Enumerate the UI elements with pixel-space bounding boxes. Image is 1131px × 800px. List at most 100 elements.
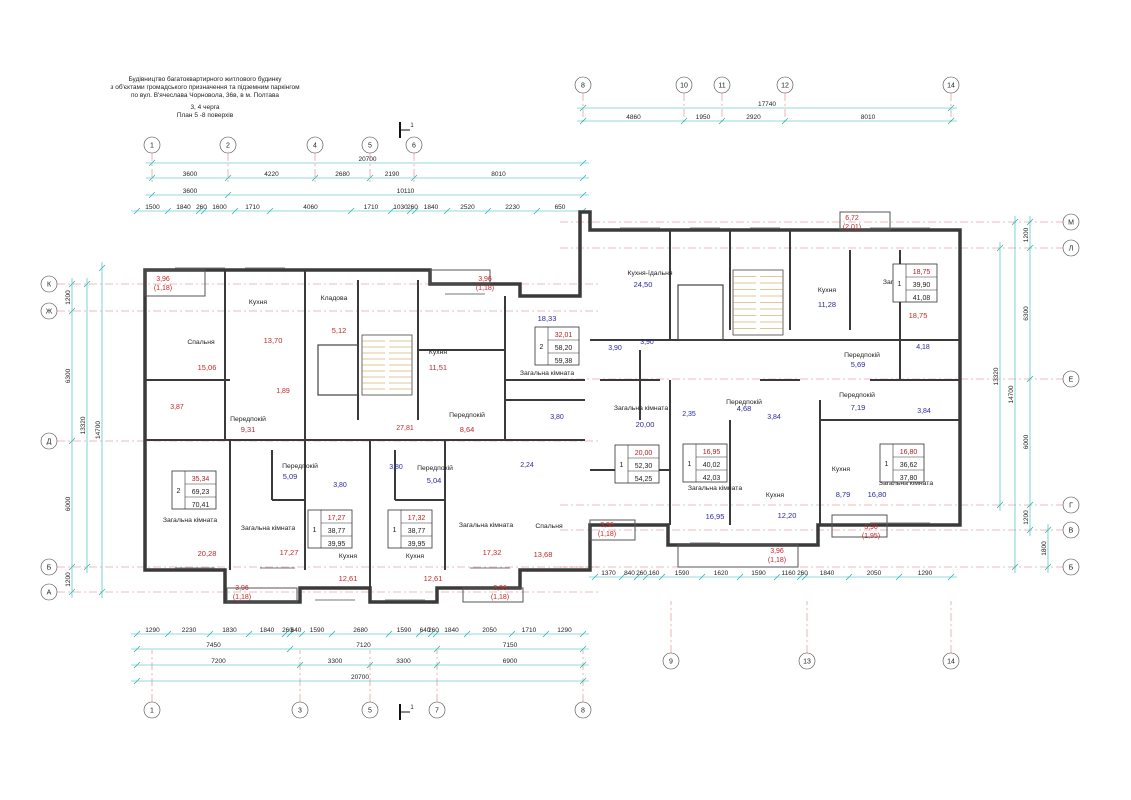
axis-label: 14 (947, 83, 955, 90)
dim-top-6-tick (411, 207, 419, 215)
dim-top-6-tick (347, 207, 355, 215)
axis-label: Б (1069, 565, 1074, 572)
apartment-living-area: 20,00 (635, 450, 653, 457)
dim-bot-2-tick (427, 630, 435, 638)
small-area: 4,18 (916, 344, 930, 351)
apartment-total-area: 52,30 (635, 463, 653, 470)
dim-top-6-text: 1500 (145, 204, 160, 211)
dim-bot-1-tick (773, 573, 781, 581)
axis-label: Д (47, 439, 52, 446)
dim-top-6-text: 4060 (303, 204, 318, 211)
dim-left-a-text: 1200 (65, 290, 72, 305)
room-name: Загальна кімната (459, 521, 514, 529)
balcony-reduced-area: (2,01) (843, 224, 861, 231)
dim-right-b-tick (1011, 563, 1019, 571)
apartment-total-area: 69,23 (192, 489, 210, 496)
dim-top-6-tick (195, 207, 203, 215)
apartment-rooms: 1 (885, 461, 889, 468)
dim-top-6-text: 1030 (393, 204, 408, 211)
dim-bot-1-tick (801, 573, 809, 581)
dim-top-6-tick (133, 207, 141, 215)
dim-bot-2-text: 1840 (444, 627, 459, 634)
dim-top-2-tick (680, 117, 688, 125)
room-area: 18,33 (538, 314, 557, 323)
axis-label: 7 (435, 708, 439, 715)
dim-bot-1-tick (845, 573, 853, 581)
axis-label: Ж (46, 309, 53, 316)
room-area: 9,31 (241, 425, 256, 434)
dim-bot-5-tick (133, 677, 141, 685)
dim-left-a-text: 1200 (65, 572, 72, 587)
dim-bot-1-tick (736, 573, 744, 581)
balcony-reduced-area: (1,18) (154, 285, 172, 292)
axis-label: 12 (781, 83, 789, 90)
dim-top-6-text: 2520 (460, 204, 475, 211)
small-area: 1,89 (276, 388, 290, 395)
axis-label: 4 (313, 143, 317, 150)
balcony-area: 3,96 (235, 585, 249, 592)
balcony-reduced-area: (1,18) (233, 594, 251, 601)
apartment-rooms: 2 (540, 344, 544, 351)
room-area: 8,79 (836, 490, 851, 499)
balcony (429, 269, 491, 285)
room-name: Передпокій (844, 351, 880, 359)
room-name: Загальна кімната (614, 404, 669, 412)
section-mark-label: 1 (410, 123, 414, 129)
room-area: 11,51 (429, 363, 447, 372)
small-area: 27,81 (396, 425, 414, 432)
dim-left-a-tick (68, 280, 76, 288)
room-area: 16,80 (868, 490, 887, 499)
balcony (462, 587, 524, 603)
dim-bot-2-text: 640 (420, 627, 431, 634)
dim-bot-1-tick (947, 573, 955, 581)
dim-bot-1-tick (591, 573, 599, 581)
dim-left-c-tick (98, 264, 106, 272)
room-area: 4,68 (737, 404, 752, 413)
balcony-reduced-area: (1,18) (768, 557, 786, 564)
room-area: 24,50 (634, 280, 653, 289)
axis-label: 1 (150, 708, 154, 715)
dim-bot-4-tick (579, 661, 587, 669)
dim-top-3-tick (148, 159, 156, 167)
axis-label: Л (1069, 246, 1074, 253)
balcony-reduced-area: (1,18) (491, 594, 509, 601)
room-name: Кухня (339, 553, 358, 560)
axis-label: 14 (947, 659, 955, 666)
dim-top-1-tick (579, 104, 587, 112)
dim-bot-1-text: 260 (797, 570, 808, 577)
balcony-reduced-area: (1,18) (476, 285, 494, 292)
dim-bot-2-tick (415, 630, 423, 638)
room-name: Загальна кімната (163, 516, 218, 524)
axis-label: 5 (368, 143, 372, 150)
dim-bot-1-text: 1620 (714, 570, 729, 577)
dim-bot-2-tick (133, 630, 141, 638)
apartment-total-area: 40,02 (703, 462, 721, 469)
balcony (589, 519, 636, 541)
apartment-total-balcony: 39,95 (328, 541, 346, 548)
dim-bot-2-tick (542, 630, 550, 638)
dim-top-2-tick (947, 117, 955, 125)
dim-bot-2-text: 1840 (260, 627, 275, 634)
small-area: 3,80 (333, 482, 347, 489)
dim-bot-2-text: 260 (428, 627, 439, 634)
axis-label: 8 (581, 83, 585, 90)
room-area: 15,06 (198, 363, 217, 372)
dim-bot-4-text: 6900 (503, 658, 518, 665)
dim-top-2-tick (718, 117, 726, 125)
dim-bot-2-text: 2230 (182, 627, 197, 634)
dim-bot-1-tick (658, 573, 666, 581)
small-area: 3,87 (170, 404, 184, 411)
small-area: 3,90 (640, 339, 654, 346)
axis-label: 8 (581, 708, 585, 715)
staircases (317, 269, 784, 396)
axis-label: 3 (298, 708, 302, 715)
small-area: 3,90 (608, 345, 622, 352)
balcony (226, 587, 298, 603)
axis-label: К (47, 282, 52, 289)
dim-right-a-text: 6300 (1023, 306, 1030, 321)
apartment-living-area: 35,34 (192, 476, 210, 483)
dim-right-a-tick (1026, 244, 1034, 252)
dim-bot-4-text: 3300 (328, 658, 343, 665)
dim-top-6-text: 1710 (364, 204, 379, 211)
dim-bot-1-text: 160 (649, 570, 660, 577)
